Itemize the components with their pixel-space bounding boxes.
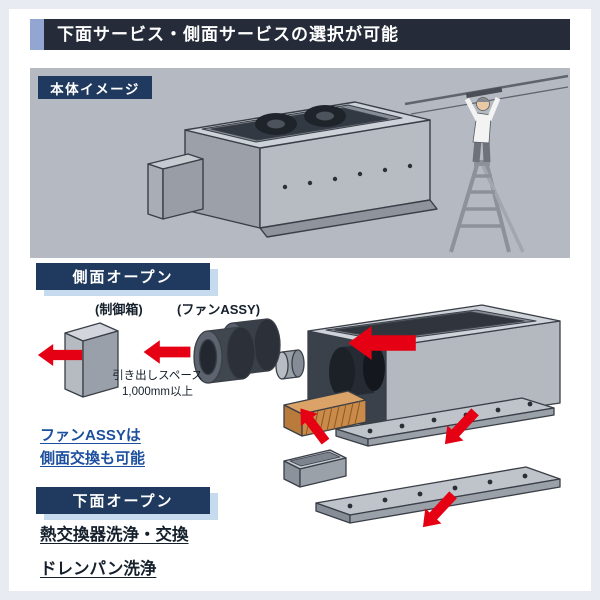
bottom-open-heading-box: 下面オープン bbox=[36, 487, 210, 514]
stepladder bbox=[449, 160, 525, 253]
motor-cylinder bbox=[275, 349, 305, 380]
unit-overview-illustration bbox=[147, 74, 569, 253]
screw-dots bbox=[282, 163, 413, 190]
body-image-panel: 本体イメージ bbox=[30, 68, 570, 258]
fan-side-replace-note-line2: 側面交換も可能 bbox=[40, 449, 146, 467]
side-open-heading-text: 側面オープン bbox=[72, 269, 174, 286]
control-box-label: (制御箱) bbox=[95, 302, 143, 317]
interior-fan bbox=[329, 343, 385, 397]
fan-openings bbox=[255, 105, 346, 135]
pullout-space-line2: 1,000mm以上 bbox=[122, 385, 193, 398]
bottom-open-heading-text: 下面オープン bbox=[72, 493, 174, 510]
pullout-space-line1: 引き出しスペース bbox=[112, 370, 203, 382]
header-accent-square bbox=[30, 19, 44, 50]
bottom-panel-screws bbox=[347, 473, 528, 509]
pullout-space-label: 引き出しスペース 1,000mm以上 bbox=[90, 369, 225, 400]
bottom-open-heading: 下面オープン bbox=[36, 487, 222, 521]
control-housing bbox=[147, 153, 204, 220]
page-title: 下面サービス・側面サービスの選択が可能 bbox=[57, 25, 399, 44]
heat-exchanger-note: 熱交換器洗浄・交換 bbox=[40, 526, 189, 544]
side-open-heading: 側面オープン bbox=[36, 263, 222, 297]
fan-assy bbox=[193, 318, 281, 384]
control-box bbox=[64, 322, 119, 398]
bottom-panel bbox=[315, 466, 561, 524]
fan-assy-label: (ファンASSY) bbox=[177, 302, 261, 317]
side-open-heading-box: 側面オープン bbox=[36, 263, 210, 290]
worker-figure bbox=[464, 86, 503, 163]
unit-body bbox=[147, 101, 438, 238]
body-image-label-text: 本体イメージ bbox=[50, 81, 140, 97]
fan-side-replace-note: ファンASSYは 側面交換も可能 bbox=[40, 425, 145, 470]
exploded-diagram-illustration bbox=[37, 304, 561, 535]
arrow-fan-assy-icon bbox=[143, 340, 191, 364]
fan-side-replace-note-line1: ファンASSYは bbox=[40, 427, 141, 444]
page-header: 下面サービス・側面サービスの選択が可能 bbox=[30, 19, 570, 50]
body-image-label: 本体イメージ bbox=[38, 76, 152, 99]
heat-exchanger bbox=[283, 390, 367, 437]
side-panel-screws bbox=[367, 401, 533, 434]
drain-pan-note: ドレンパン洗浄 bbox=[40, 560, 157, 578]
drain-pan bbox=[283, 449, 347, 488]
